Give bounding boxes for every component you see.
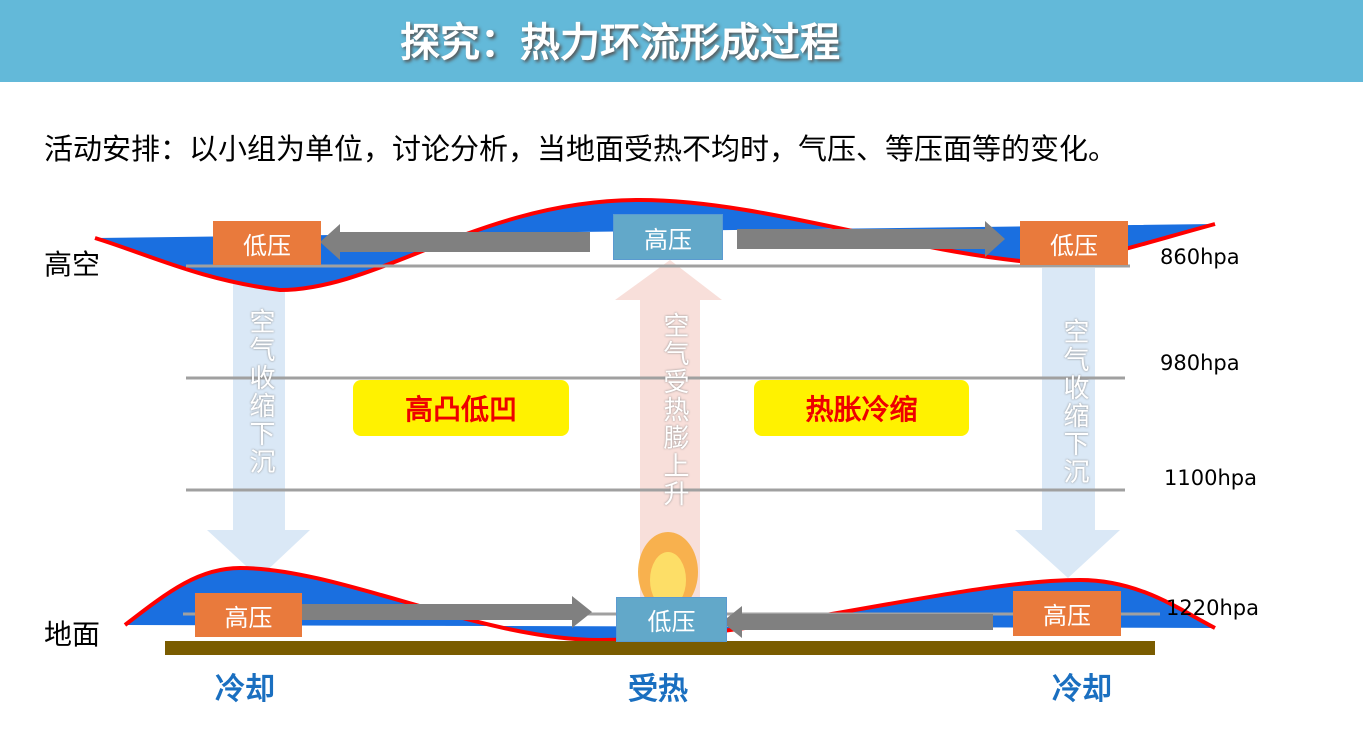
rise-label-center: 空气受热膨上升 — [659, 312, 689, 508]
activity-text: 活动安排：以小组为单位，讨论分析，当地面受热不均时，气压、等压面等的变化。 — [44, 132, 1118, 166]
isobar-label: 980hpa — [1160, 351, 1240, 375]
upper-high-pressure-center: 高压 — [613, 214, 723, 260]
isobar-label: 1220hpa — [1166, 596, 1259, 620]
upper-low-pressure-right: 低压 — [1020, 221, 1128, 265]
label-high-altitude: 高空 — [44, 248, 101, 281]
lower-high-pressure-right: 高压 — [1013, 591, 1121, 636]
surface-label-left: 冷却 — [215, 672, 275, 707]
isobar-label: 860hpa — [1160, 245, 1240, 269]
surface-label-center: 受热 — [628, 672, 688, 707]
flame-icon — [638, 532, 698, 612]
header-bar — [0, 0, 1363, 82]
lower-low-pressure-center: 低压 — [616, 597, 727, 642]
sink-label-left: 空气收缩下沉 — [245, 308, 275, 476]
flow-arrow-lower-left — [295, 596, 592, 628]
flow-arrow-upper-right — [737, 221, 1005, 257]
ground — [165, 641, 1155, 655]
callout-convex-concave: 高凸低凹 — [353, 380, 569, 436]
rise-arrow-center — [615, 260, 722, 600]
callout-thermal-expansion: 热胀冷缩 — [754, 380, 969, 436]
sink-arrow-right — [1015, 268, 1120, 578]
page-title: 探究：热力环流形成过程 — [400, 20, 840, 66]
isobar-label: 1100hpa — [1164, 466, 1257, 490]
lower-high-pressure-left: 高压 — [195, 593, 302, 637]
upper-low-pressure-left: 低压 — [213, 221, 321, 265]
sink-arrow-left — [207, 268, 310, 578]
surface-label-right: 冷却 — [1052, 672, 1112, 707]
flow-arrow-lower-right — [722, 606, 993, 638]
flow-arrow-upper-left — [320, 224, 590, 260]
sink-label-right: 空气收缩下沉 — [1059, 318, 1089, 486]
label-ground: 地面 — [44, 618, 101, 651]
